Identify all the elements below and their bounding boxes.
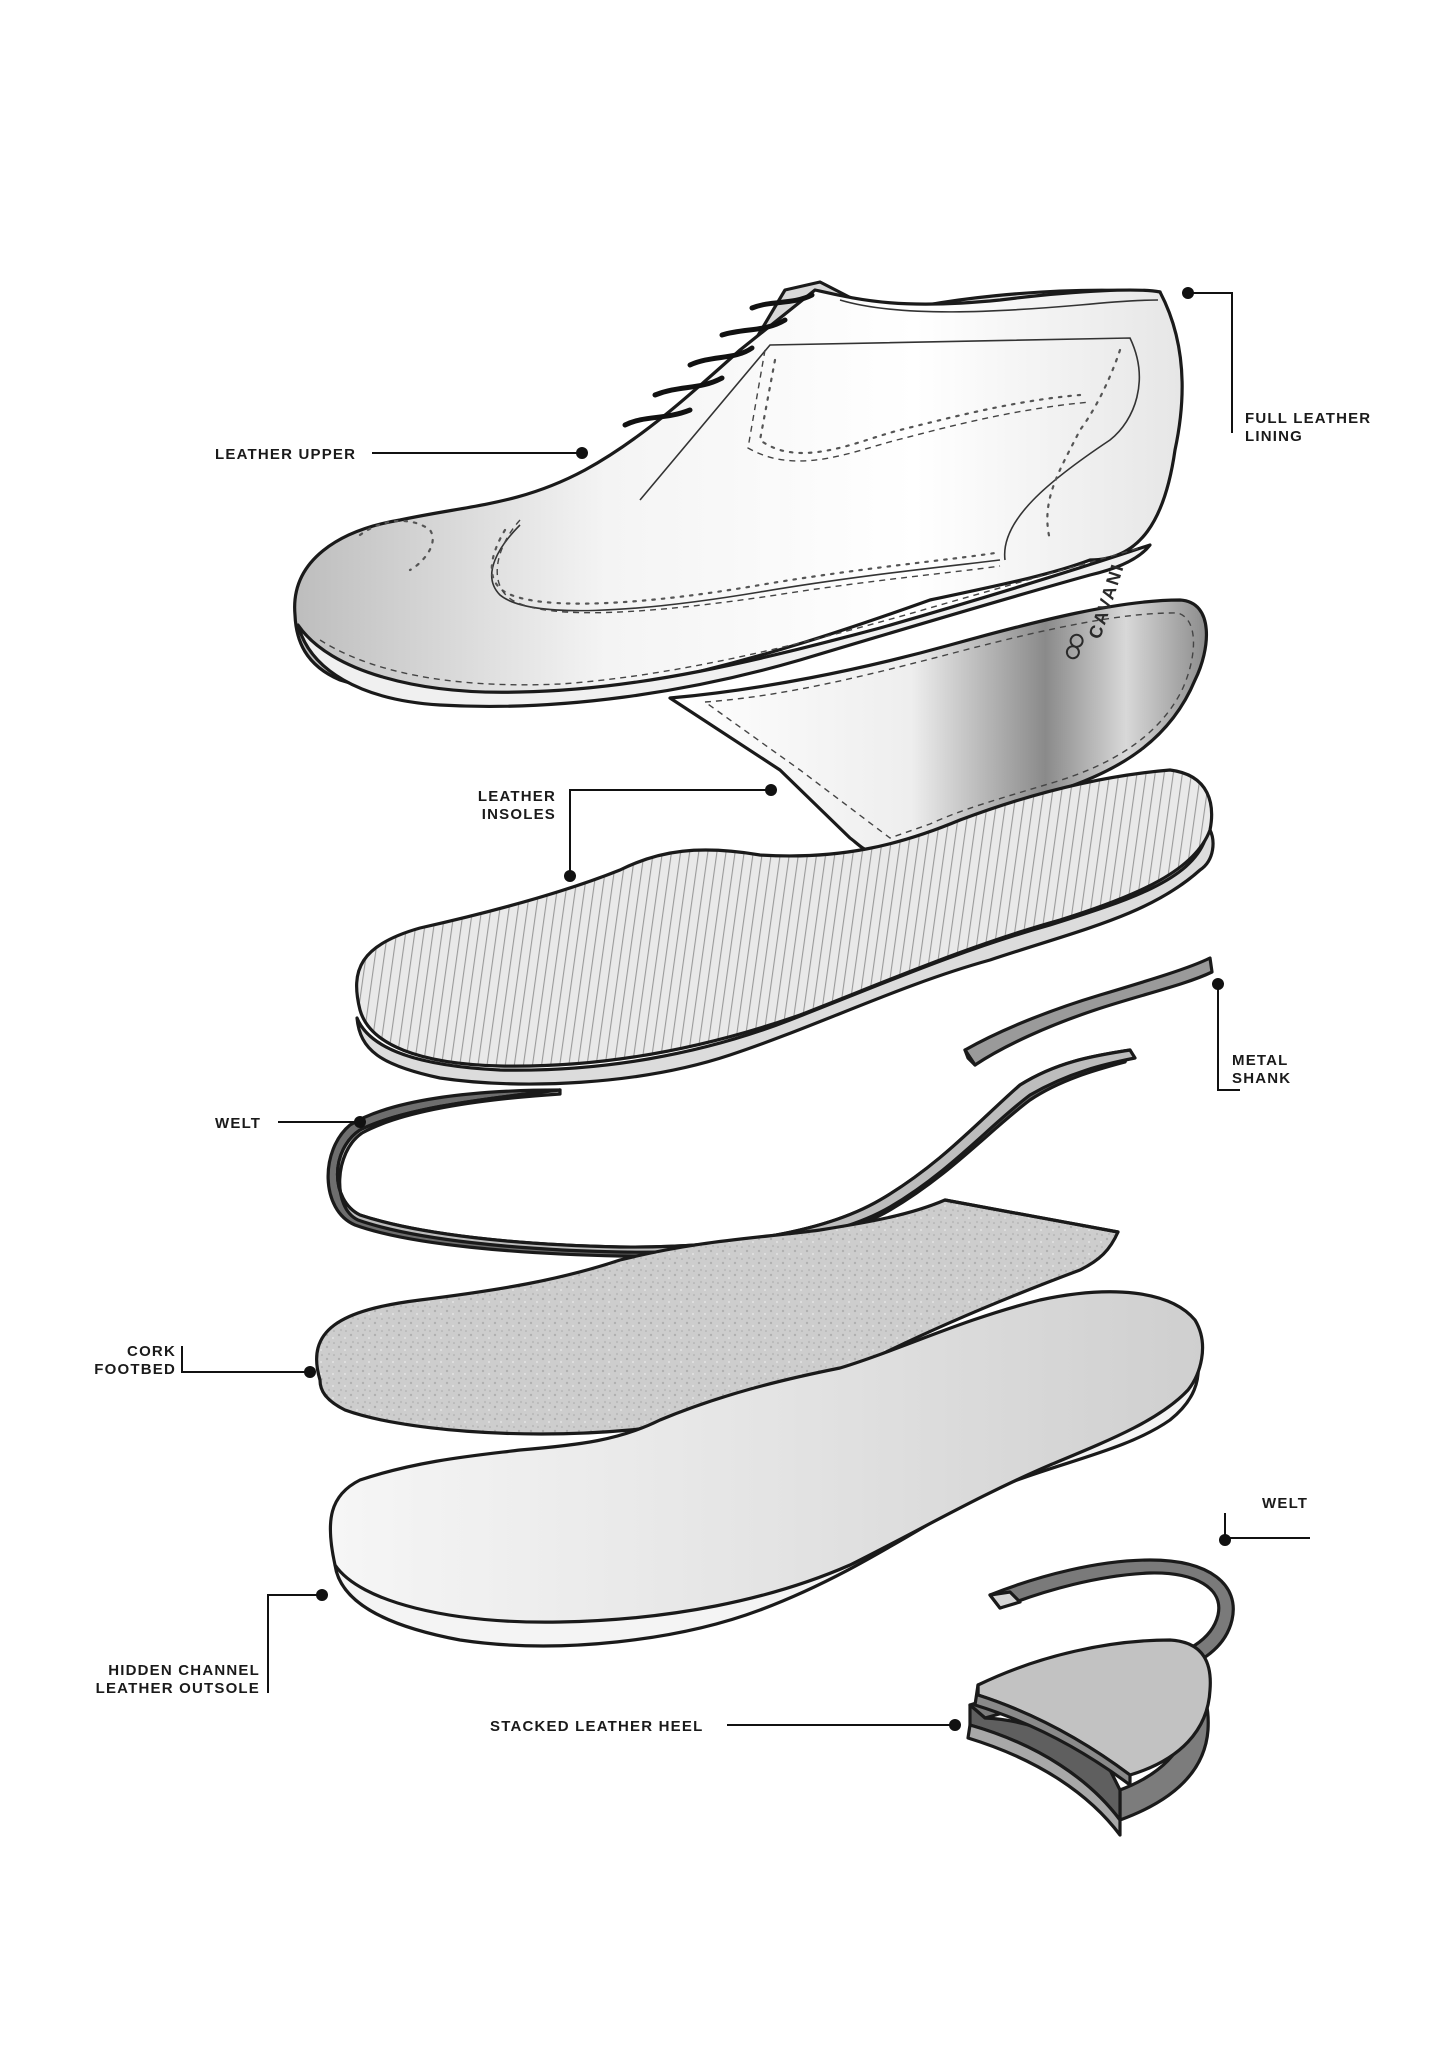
stacked-heel xyxy=(966,1638,1212,1837)
label-metal-shank-line1: METAL xyxy=(1232,1052,1289,1069)
label-metal-shank-line2: SHANK xyxy=(1232,1070,1291,1087)
label-welt-right: WELT xyxy=(1262,1495,1308,1512)
metal-shank xyxy=(963,956,1214,1067)
label-full-leather-lining-line1: FULL LEATHER xyxy=(1245,410,1371,427)
labels: LEATHER UPPER FULL LEATHER LINING LEATHE… xyxy=(94,410,1371,1735)
label-hidden-channel-line2: LEATHER OUTSOLE xyxy=(96,1680,260,1697)
striped-insole xyxy=(355,768,1215,1086)
label-cork-footbed-line1: CORK xyxy=(127,1343,176,1360)
label-cork-footbed-line2: FOOTBED xyxy=(94,1361,176,1378)
callouts xyxy=(181,287,1310,1731)
leather-outsole xyxy=(328,1290,1205,1648)
label-stacked-leather-heel: STACKED LEATHER HEEL xyxy=(490,1718,703,1735)
label-leather-upper: LEATHER UPPER xyxy=(215,446,356,463)
welt-strip xyxy=(326,1048,1137,1258)
label-welt-left: WELT xyxy=(215,1115,261,1132)
label-full-leather-lining-line2: LINING xyxy=(1245,428,1303,445)
cork-footbed xyxy=(315,1198,1120,1436)
shoe-upper xyxy=(293,280,1184,708)
label-hidden-channel-line1: HIDDEN CHANNEL xyxy=(108,1662,260,1679)
label-leather-insoles-line2: INSOLES xyxy=(482,806,556,823)
label-leather-insoles-line1: LEATHER xyxy=(478,788,556,805)
